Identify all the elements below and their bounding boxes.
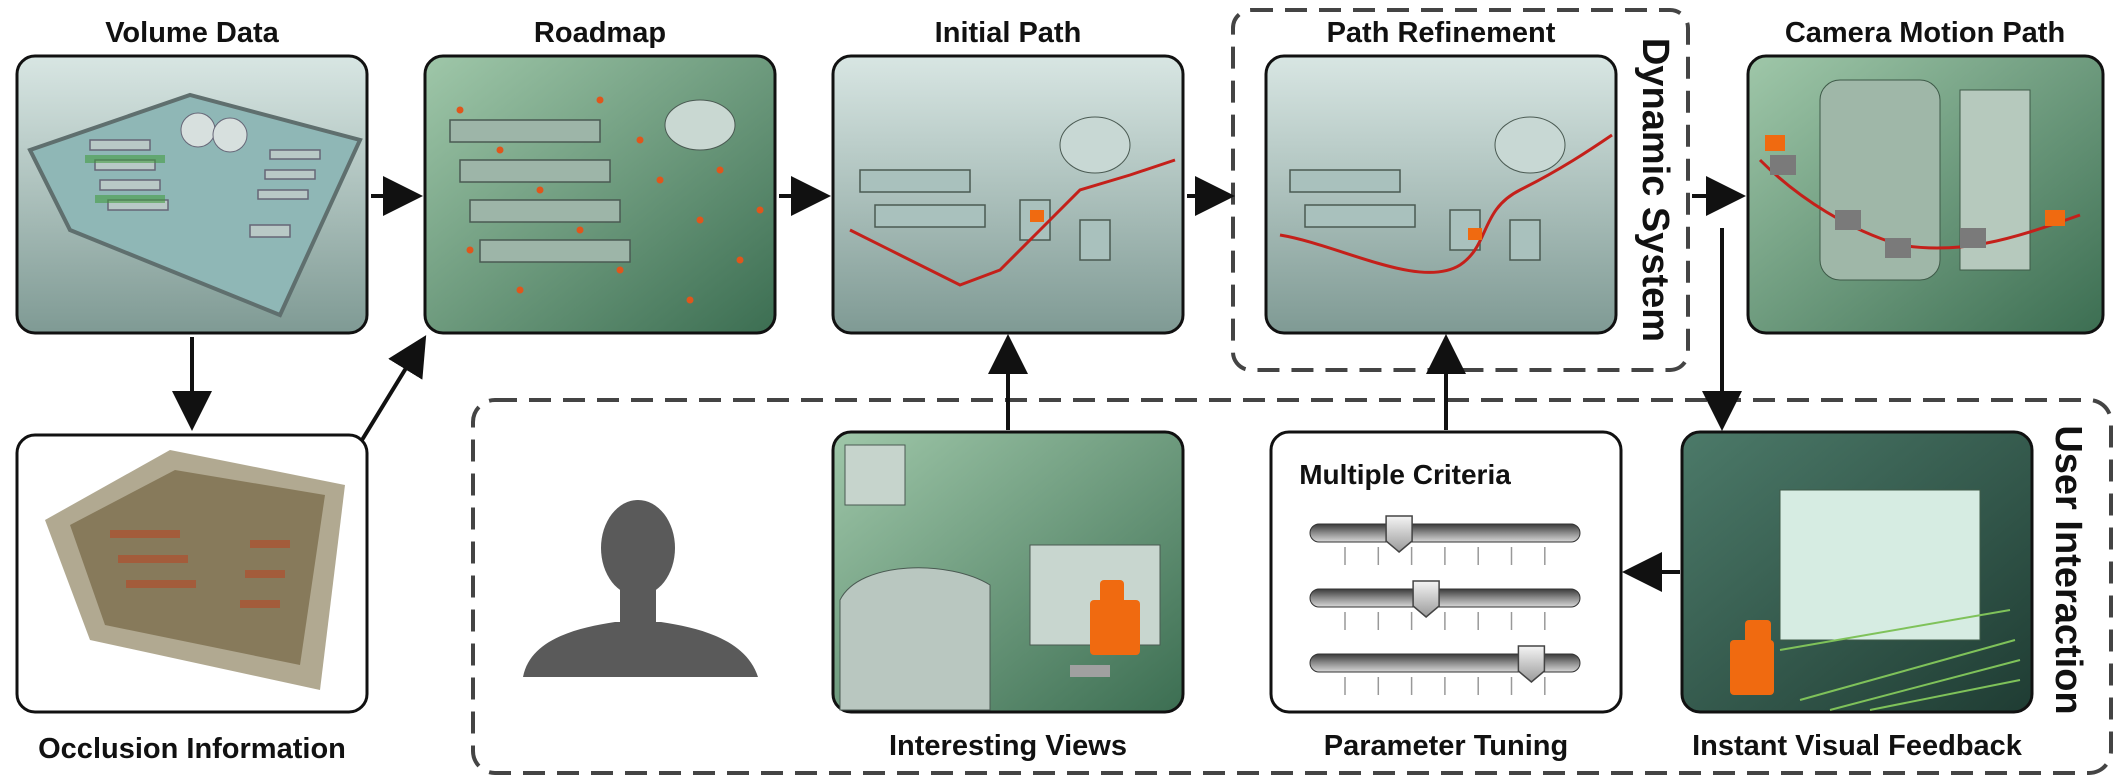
label-volume-data: Volume Data: [105, 17, 279, 49]
label-user-interaction: User Interaction: [2047, 425, 2089, 714]
label-camera-motion-path: Camera Motion Path: [1785, 17, 2065, 49]
label-roadmap: Roadmap: [534, 17, 666, 49]
camera-motion-path-thumbnail: [1746, 54, 2105, 335]
roadmap-nodes: [456, 96, 764, 304]
slider-knob[interactable]: [1412, 580, 1440, 618]
path-refinement-thumbnail: [1264, 54, 1618, 335]
person-silhouette-icon: [523, 500, 758, 677]
camera-icon: [1730, 620, 1774, 695]
criteria-sliders: [1309, 515, 1581, 695]
flow-arrows: [172, 176, 1746, 592]
slider-track[interactable]: [1309, 523, 1581, 543]
label-parameter-tuning: Parameter Tuning: [1324, 730, 1568, 762]
arrow-refinement-to-camera-path: [1692, 176, 1746, 216]
slider-knob[interactable]: [1385, 515, 1413, 553]
user-interaction-group: [471, 398, 2113, 775]
label-interesting-views: Interesting Views: [889, 730, 1127, 762]
label-dynamic-system: Dynamic System: [1634, 38, 1676, 342]
interesting-views-thumbnail: [831, 430, 1185, 714]
volume-data-thumbnail: [15, 54, 369, 335]
instant-visual-feedback-thumbnail: [1680, 430, 2034, 714]
label-initial-path: Initial Path: [935, 17, 1082, 49]
label-occlusion-information: Occlusion Information: [38, 733, 346, 765]
multiple-criteria-title: Multiple Criteria: [1299, 459, 1511, 490]
camera-icon: [1070, 580, 1140, 677]
arrow-occlusion-to-roadmap: [360, 335, 427, 442]
label-instant-visual-feedback: Instant Visual Feedback: [1692, 730, 2023, 762]
roadmap-thumbnail: [423, 54, 777, 335]
slider-knob[interactable]: [1517, 645, 1546, 683]
label-path-refinement: Path Refinement: [1327, 17, 1556, 49]
initial-path-thumbnail: [831, 54, 1185, 335]
multiple-criteria-panel: Multiple Criteria: [1269, 430, 1623, 714]
occlusion-information-thumbnail: [15, 433, 369, 714]
slider-track[interactable]: [1309, 653, 1581, 673]
slider-track[interactable]: [1309, 588, 1581, 608]
